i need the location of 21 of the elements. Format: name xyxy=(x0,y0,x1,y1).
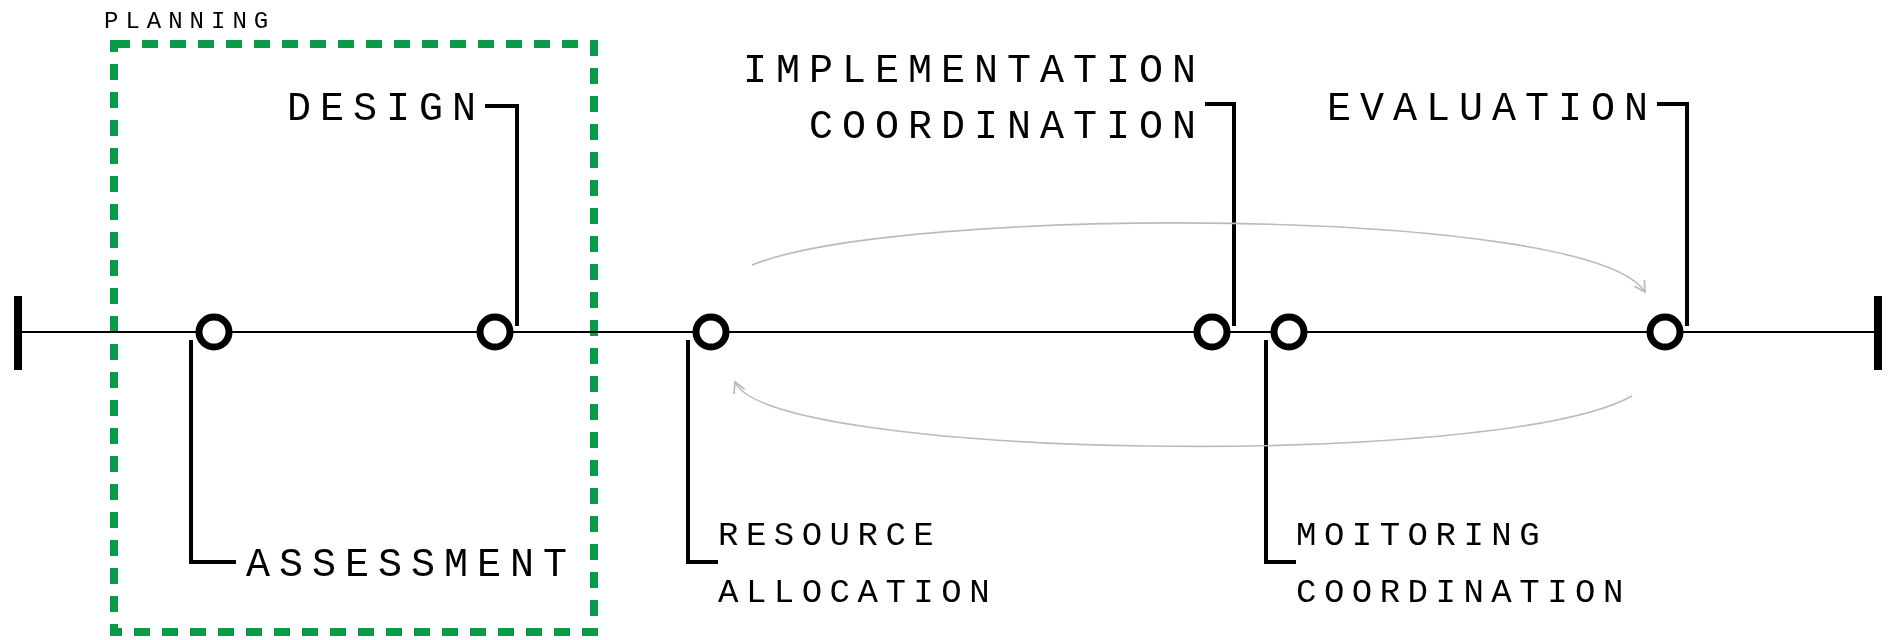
leader-line xyxy=(485,104,519,326)
milestone-circle xyxy=(691,312,731,352)
group-label: PLANNING xyxy=(104,8,276,36)
stage-label: RESOURCE ALLOCATION xyxy=(718,508,1018,608)
milestone-circle xyxy=(1192,312,1232,352)
stage-label: IMPLEMENTATION COORDINATION xyxy=(735,44,1205,154)
leader-line xyxy=(1657,102,1689,326)
milestone-circle xyxy=(1645,312,1685,352)
leader-line xyxy=(1264,340,1296,564)
leader-line xyxy=(189,340,236,564)
stage-label: ASSESSMENT xyxy=(236,538,576,586)
curved-arrow xyxy=(751,222,1646,293)
milestone-circle xyxy=(1269,312,1309,352)
leader-line xyxy=(686,340,718,564)
milestone-circle xyxy=(475,312,515,352)
stage-label: EVALUATION xyxy=(1320,82,1657,130)
leader-line xyxy=(1205,102,1236,326)
milestone-circle xyxy=(194,312,234,352)
stage-label: DESIGN xyxy=(280,82,485,130)
stage-label: MOITORING COORDINATION xyxy=(1296,508,1656,608)
curved-arrow xyxy=(734,381,1633,447)
